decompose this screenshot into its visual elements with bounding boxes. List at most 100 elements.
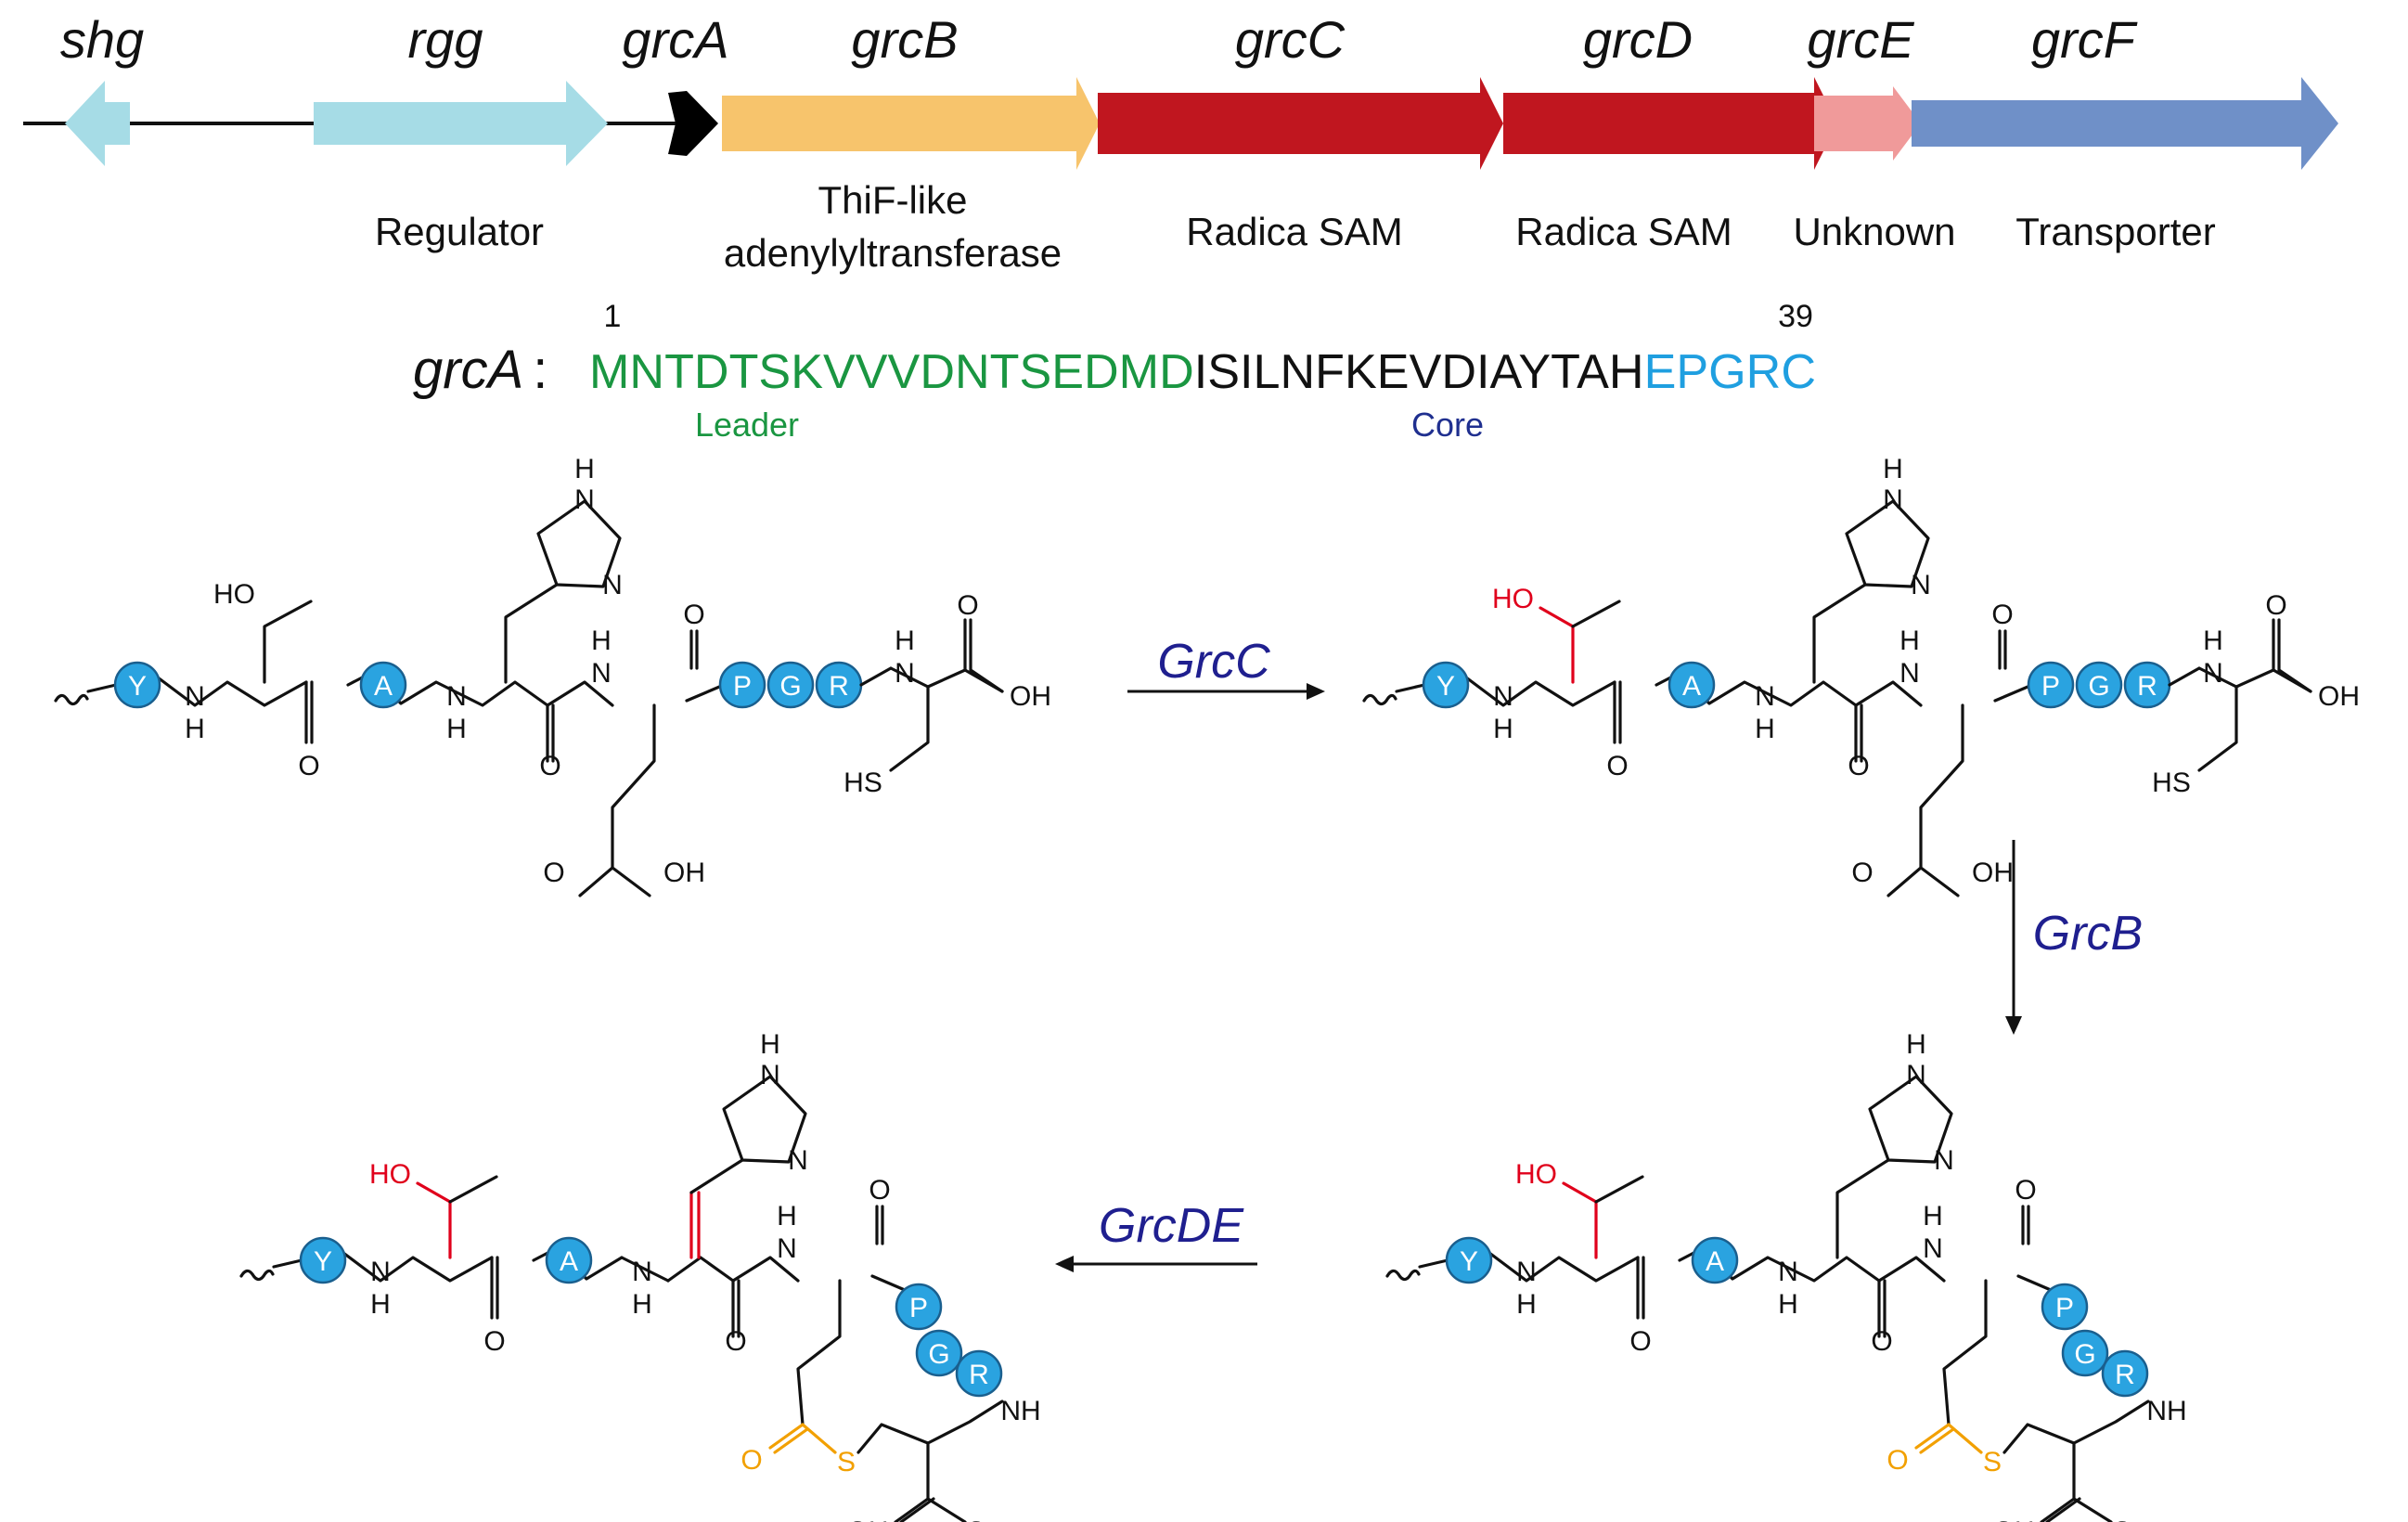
carbonyl-1 xyxy=(1613,680,1622,744)
atom-h: H xyxy=(895,626,915,656)
structure-after-grcDE: Y N H HO O A N H N H N O H N O S NH OH O… xyxy=(239,1029,1041,1522)
modified-thr-bond xyxy=(416,1181,452,1259)
atom-n: N xyxy=(895,658,915,689)
residue-a-label: A xyxy=(1682,671,1701,702)
residue-g xyxy=(766,661,815,709)
atom-o-orange: O xyxy=(1886,1445,1908,1476)
atom-oh: OH xyxy=(2318,681,2360,712)
leader-label: Leader xyxy=(695,406,799,444)
atom-h: H xyxy=(185,714,205,744)
atom-n-ring: N xyxy=(1911,570,1931,600)
gene-function-grcD: Radica SAM xyxy=(1515,210,1732,253)
sequence-start-number: 1 xyxy=(604,299,622,334)
atom-n: N xyxy=(1899,658,1920,689)
backbone xyxy=(272,1246,800,1283)
atom-nh: N xyxy=(446,681,467,712)
carbonyl-2 xyxy=(546,703,555,763)
carbonyl-2 xyxy=(1877,1279,1886,1338)
atom-hs: HS xyxy=(843,767,882,798)
gene-cluster: shg rgg grcA grcB grcC grcD grcE grcF Re… xyxy=(23,10,2338,275)
atom-o: O xyxy=(2265,590,2286,621)
atom-h: H xyxy=(1516,1289,1537,1320)
thr-methyl xyxy=(448,1175,498,1204)
atom-o-orange: O xyxy=(740,1445,762,1476)
atom-n: N xyxy=(1778,1257,1798,1287)
residue-y-label: Y xyxy=(1460,1246,1478,1277)
sequence-residues: MNTDTSKVVVDNTSEDMDISILNFKEVDIAYTAHEPGRC xyxy=(589,345,1816,399)
residue-a-label: A xyxy=(1706,1246,1724,1277)
atom-n: N xyxy=(1755,681,1775,712)
atom-nh-ring: N xyxy=(574,484,595,515)
gene-arrow-grcC xyxy=(1098,77,1503,170)
imidazole-ring xyxy=(1845,499,1930,588)
atom-oh: OH xyxy=(1010,681,1051,712)
atom-o: O xyxy=(957,590,978,621)
carbonyl-3 xyxy=(1998,629,2007,670)
residue-g xyxy=(2075,661,2123,709)
wavy-bond xyxy=(239,1269,275,1282)
gene-name-grcB: grcB xyxy=(851,10,958,69)
atom-n: N xyxy=(1516,1257,1537,1287)
atom-oh: OH xyxy=(1993,1516,2035,1522)
thr-methyl xyxy=(1571,600,1621,628)
enzyme-label-grcB: GrcB xyxy=(2033,907,2143,961)
residue-r-label: R xyxy=(829,671,849,702)
carbonyl-1 xyxy=(1636,1256,1645,1320)
cys-sidechain xyxy=(2197,685,2238,772)
gene-function-grcE: Unknown xyxy=(1793,210,1955,253)
enzyme-label-grcC: GrcC xyxy=(1157,635,1270,689)
glu-sidechain xyxy=(578,703,656,897)
atom-n-ring: N xyxy=(602,570,623,600)
atom-o: O xyxy=(1606,751,1628,781)
enzyme-label-grcDE: GrcDE xyxy=(1099,1199,1244,1253)
atom-nh: H xyxy=(591,626,612,656)
gene-arrow-grcE xyxy=(1814,86,1921,161)
gene-arrow-shg xyxy=(65,81,130,166)
structure-after-grcC: Y N H HO O A N H N H N O H N O OH O P G … xyxy=(1362,454,2360,897)
residue-r-label: R xyxy=(2137,671,2157,702)
atom-s-orange: S xyxy=(837,1447,856,1477)
atom-h: H xyxy=(632,1289,652,1320)
atom-n: N xyxy=(1493,681,1513,712)
sequence-label: grcA: xyxy=(413,340,547,400)
sequence-core: ISILNFKEVDIAYTAH xyxy=(1194,345,1644,399)
carbonyl-3 xyxy=(870,1205,907,1292)
gene-function-grcB-line2: adenylyltransferase xyxy=(724,231,1062,275)
imidazole-ring xyxy=(1868,1075,1953,1164)
residue-g xyxy=(915,1329,963,1377)
gene-name-grcD: grcD xyxy=(1583,10,1693,69)
grcA-sequence: 1 39 grcA: MNTDTSKVVVDNTSEDMDISILNFKEVDI… xyxy=(413,299,1816,444)
atom-o: O xyxy=(1848,751,1869,781)
atom-ho-red: HO xyxy=(1515,1159,1557,1190)
atom-oh: OH xyxy=(1972,858,2014,888)
residue-p xyxy=(718,661,766,709)
gene-function-rgg: Regulator xyxy=(375,210,544,253)
atom-o: O xyxy=(539,751,560,781)
atom-n-ring: N xyxy=(1906,1060,1926,1090)
dehydro-double-bond xyxy=(689,1191,701,1259)
arrow-grcDE-head xyxy=(1055,1256,1074,1272)
atom-o: O xyxy=(543,858,564,888)
residue-a xyxy=(1691,1236,1739,1284)
atom-n-ring: N xyxy=(760,1060,780,1090)
core-label: Core xyxy=(1411,406,1484,444)
residue-r-label: R xyxy=(2115,1360,2135,1390)
atom-h: H xyxy=(1899,626,1920,656)
his-sidechain xyxy=(1812,583,1867,684)
thr-methyl xyxy=(1594,1175,1644,1204)
his-sidechain xyxy=(689,1158,744,1194)
cys-link xyxy=(2168,666,2201,687)
sequence-colon: : xyxy=(533,340,547,400)
gene-arrow-grcD xyxy=(1503,77,1837,170)
gene-arrow-grcB xyxy=(722,77,1100,170)
structure-after-grcB: Y N H HO O A N H N H N O H N O S NH OH O… xyxy=(1385,1029,2187,1522)
carbonyl-2 xyxy=(731,1279,740,1338)
structure-precursor: Y N H HO O A N H N H N O H N O OH O P G … xyxy=(54,454,1051,897)
carbonyl-3 xyxy=(689,629,699,670)
atom-o: O xyxy=(1629,1326,1651,1357)
atom-h-ring: H xyxy=(1906,1029,1926,1060)
atom-n-ring: N xyxy=(788,1145,808,1176)
glu-sidechain xyxy=(1942,1279,1988,1426)
atom-hs: HS xyxy=(2152,767,2191,798)
